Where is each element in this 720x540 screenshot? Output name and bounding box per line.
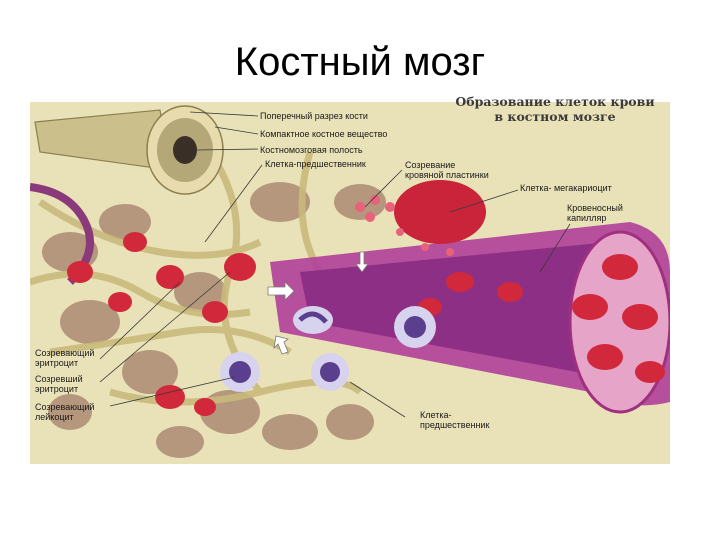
label-capillary-line-1: Кровеносный bbox=[567, 203, 623, 213]
label-progenitor-top: Клетка-предшественник bbox=[265, 159, 366, 169]
label-platelet-maturation-line-1: Созревание bbox=[405, 160, 456, 170]
slide-title: Костный мозг bbox=[234, 40, 486, 84]
label-progenitor-bottom-line-1: Клетка- bbox=[420, 410, 452, 420]
caption-line-2: в костном мозге bbox=[494, 109, 616, 124]
label-maturing-erythrocyte-line-2: эритроцит bbox=[35, 358, 79, 368]
label-maturing-erythrocyte-line-1: Созревающий bbox=[35, 348, 95, 358]
white-blood-cells bbox=[220, 306, 436, 392]
label-maturing-leukocyte-line-2: лейкоцит bbox=[35, 412, 74, 422]
label-mature-erythrocyte-line-2: эритроцит bbox=[35, 384, 79, 394]
capillary-lumen bbox=[300, 242, 630, 382]
label-capillary: Кровеносный капилляр bbox=[567, 203, 623, 223]
label-compact-bone: Компактное костное вещество bbox=[260, 129, 388, 139]
label-mature-erythrocyte-line-1: Созревший bbox=[35, 374, 83, 384]
migration-arrows bbox=[267, 251, 369, 355]
label-progenitor-bottom-line-2: предшественник bbox=[420, 420, 490, 430]
platelets bbox=[355, 195, 454, 256]
label-megakaryocyte: Клетка- мегакариоцит bbox=[520, 183, 612, 193]
bone-marrow-illustration bbox=[30, 102, 670, 464]
label-capillary-line-2: капилляр bbox=[567, 213, 607, 223]
label-progenitor-bottom: Клетка- предшественник bbox=[420, 410, 489, 430]
caption-line-1: Образование клеток крови bbox=[455, 94, 655, 109]
label-marrow-cavity: Костномозговая полость bbox=[260, 145, 363, 155]
red-blood-cells bbox=[67, 232, 665, 416]
megakaryocyte-cell bbox=[394, 180, 486, 244]
label-platelet-maturation-line-2: кровяной пластинки bbox=[405, 170, 489, 180]
label-maturing-erythrocyte: Созревающий эритроцит bbox=[35, 348, 94, 368]
label-platelet-maturation: Созревание кровяной пластинки bbox=[405, 160, 489, 180]
leader-lines bbox=[99, 111, 571, 418]
diagram-caption: Образование клеток крови в костном мозге bbox=[420, 94, 690, 124]
label-maturing-leukocyte-line-1: Созревающий bbox=[35, 402, 95, 412]
label-bone-cross-section: Поперечный разрез кости bbox=[260, 111, 368, 121]
label-mature-erythrocyte: Созревший эритроцит bbox=[35, 374, 83, 394]
marrow-cavity-core bbox=[173, 136, 197, 164]
label-maturing-leukocyte: Созревающий лейкоцит bbox=[35, 402, 94, 422]
